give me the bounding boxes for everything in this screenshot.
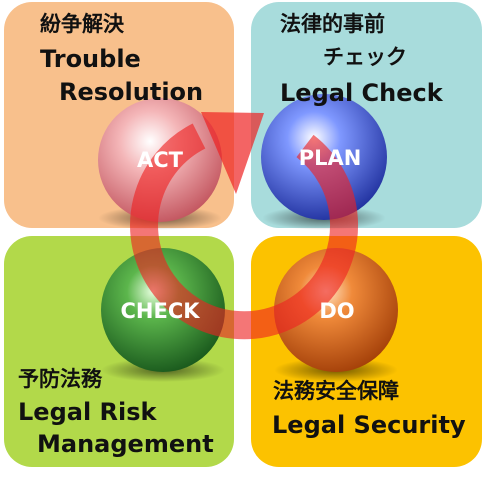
act-en-line2: Resolution — [59, 78, 204, 106]
do-ball — [274, 248, 398, 372]
do-jp-title: 法務安全保障 — [273, 379, 399, 403]
plan-en-title: Legal Check — [280, 79, 443, 107]
cycle-arrow — [130, 123, 359, 340]
act-label: ACT — [137, 148, 183, 172]
act-en-line1: Trouble — [40, 45, 141, 73]
check-en-line1: Legal Risk — [18, 398, 157, 426]
plan-jp-title: 法律的事前 — [280, 12, 385, 36]
plan-jp-line2: チェック — [323, 45, 407, 69]
check-en-line2: Management — [37, 430, 214, 458]
do-label: DO — [319, 299, 355, 323]
plan-label: PLAN — [298, 146, 362, 170]
check-ball — [101, 248, 225, 372]
check-jp-title: 予防法務 — [18, 367, 102, 391]
act-jp-title: 紛争解決 — [40, 12, 124, 36]
check-label: CHECK — [120, 299, 200, 323]
do-en-title: Legal Security — [272, 411, 466, 439]
cycle-arrowhead — [201, 112, 264, 194]
